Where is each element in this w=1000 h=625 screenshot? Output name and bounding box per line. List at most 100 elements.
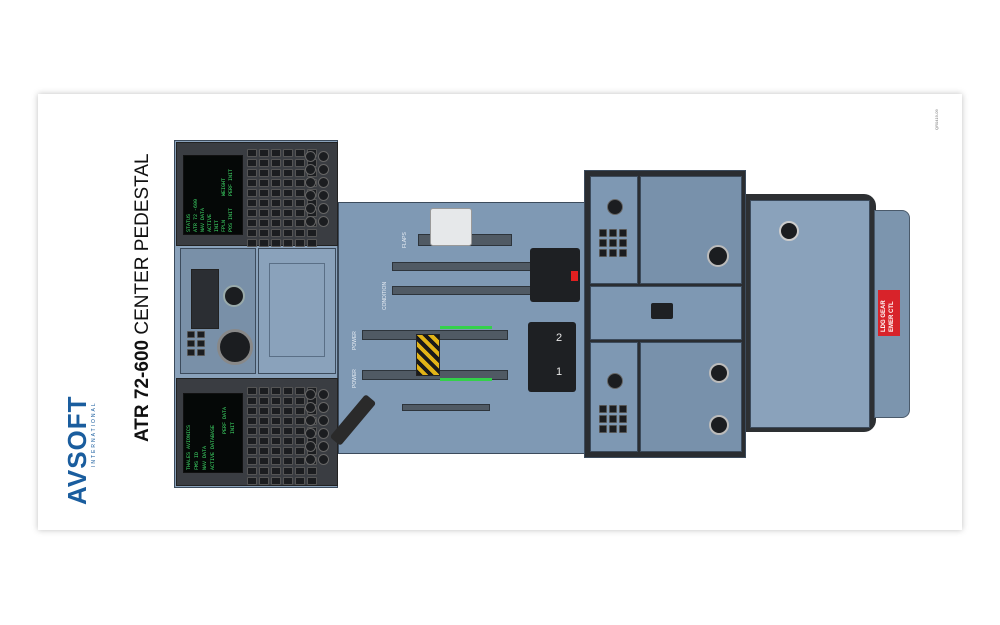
cdu-function-key[interactable] [305,164,316,175]
cdu-key[interactable] [247,457,257,465]
cdu-key[interactable] [271,437,281,445]
panel-button[interactable] [609,249,617,257]
cdu-key[interactable] [283,239,293,247]
cdu-key[interactable] [295,427,305,435]
cdu-key[interactable] [283,169,293,177]
cdu-key[interactable] [259,447,269,455]
cdu-key[interactable] [283,457,293,465]
cdu-key[interactable] [259,467,269,475]
cdu-function-key[interactable] [305,203,316,214]
cdu-key[interactable] [271,239,281,247]
panel-selector-knob[interactable] [707,245,729,267]
cdu-key[interactable] [247,417,257,425]
cdu-function-key[interactable] [318,454,329,465]
cdu-key[interactable] [271,467,281,475]
cdu-key[interactable] [307,229,317,237]
cdu-key[interactable] [247,407,257,415]
cdu-key[interactable] [295,437,305,445]
cdu-key[interactable] [247,189,257,197]
cdu-key[interactable] [271,397,281,405]
cdu-key[interactable] [259,427,269,435]
cdu-key[interactable] [271,159,281,167]
cdu-key[interactable] [259,387,269,395]
cdu-key[interactable] [271,149,281,157]
cdu-function-key[interactable] [318,203,329,214]
cdu-key[interactable] [247,199,257,207]
radio-button[interactable] [197,331,205,338]
cdu-key[interactable] [259,169,269,177]
cdu-key[interactable] [247,159,257,167]
cdu-key[interactable] [295,189,305,197]
cdu-key[interactable] [259,229,269,237]
cdu-key[interactable] [271,477,281,485]
cdu-key[interactable] [295,417,305,425]
cdu-key[interactable] [283,387,293,395]
cdu-function-key[interactable] [318,177,329,188]
cdu-function-key[interactable] [305,402,316,413]
cdu-function-key[interactable] [305,454,316,465]
cdu-key[interactable] [259,477,269,485]
panel-selector-knob[interactable] [709,415,729,435]
cdu-key[interactable] [295,457,305,465]
cdu-key[interactable] [283,407,293,415]
cdu-key[interactable] [247,239,257,247]
cdu-key[interactable] [259,219,269,227]
cdu-function-key[interactable] [318,441,329,452]
cdu-function-key[interactable] [318,190,329,201]
cdu-key[interactable] [271,229,281,237]
cdu-key[interactable] [247,397,257,405]
cdu-function-key[interactable] [305,190,316,201]
cdu-key[interactable] [283,467,293,475]
cdu-key[interactable] [247,229,257,237]
cdu-key[interactable] [307,239,317,247]
radio-button[interactable] [197,340,205,347]
flaps-lever[interactable] [430,208,472,246]
cdu-key[interactable] [259,407,269,415]
cdu-key[interactable] [271,219,281,227]
panel-button[interactable] [609,415,617,423]
cdu-key[interactable] [271,189,281,197]
cdu-key[interactable] [247,219,257,227]
cdu-function-key[interactable] [318,164,329,175]
panel-button[interactable] [619,239,627,247]
panel-button[interactable] [599,229,607,237]
cdu-key[interactable] [271,417,281,425]
cdu-function-key[interactable] [318,402,329,413]
cdu-key[interactable] [259,417,269,425]
panel-button[interactable] [619,249,627,257]
cdu-function-key[interactable] [318,151,329,162]
cdu-key[interactable] [283,149,293,157]
cdu-function-key[interactable] [318,428,329,439]
radio-large-knob[interactable] [217,329,253,365]
panel-button[interactable] [619,415,627,423]
cdu-key[interactable] [259,199,269,207]
cdu-key[interactable] [295,397,305,405]
panel-button[interactable] [619,229,627,237]
cdu-function-key[interactable] [305,389,316,400]
cdu-key[interactable] [259,239,269,247]
cdu-key[interactable] [283,437,293,445]
panel-button[interactable] [609,425,617,433]
radio-button[interactable] [197,349,205,356]
cdu-key[interactable] [259,397,269,405]
cdu-key[interactable] [259,189,269,197]
panel-button[interactable] [619,405,627,413]
cdu-key[interactable] [283,219,293,227]
panel-knob[interactable] [607,373,623,389]
cdu-key[interactable] [295,467,305,475]
panel-button[interactable] [599,239,607,247]
panel-button[interactable] [609,229,617,237]
cdu-key[interactable] [271,179,281,187]
cdu-key[interactable] [283,477,293,485]
radio-button[interactable] [187,331,195,338]
cdu-key[interactable] [271,427,281,435]
cdu-key[interactable] [283,447,293,455]
cdu-key[interactable] [283,397,293,405]
cdu-key[interactable] [247,467,257,475]
cdu-key[interactable] [295,447,305,455]
rear-knob[interactable] [779,221,799,241]
cdu-key[interactable] [283,159,293,167]
cdu-key[interactable] [307,477,317,485]
cdu-key[interactable] [295,179,305,187]
cdu-key[interactable] [283,209,293,217]
